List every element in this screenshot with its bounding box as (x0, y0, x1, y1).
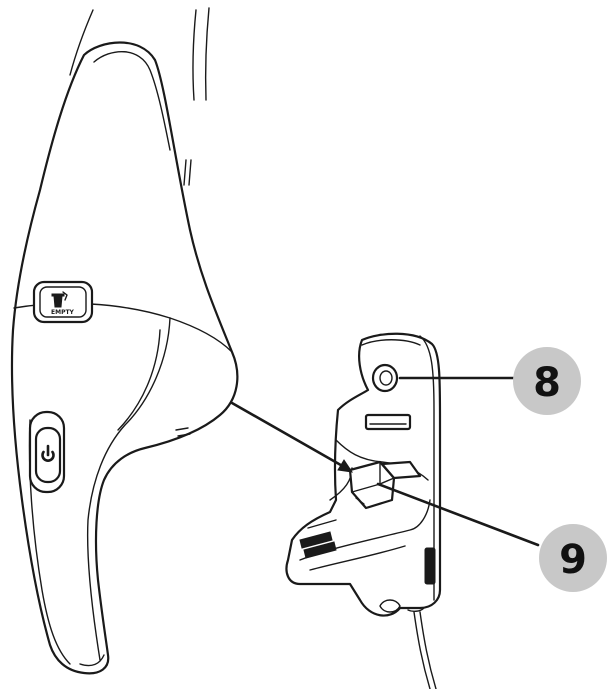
power-button[interactable] (28, 410, 66, 494)
power-cable (379, 599, 437, 689)
bin-empty-icon (51, 291, 68, 308)
empty-button[interactable]: EMPTY (32, 280, 94, 324)
insertion-arrowhead (337, 459, 354, 473)
power-icon (41, 444, 55, 462)
callout-9-number: 9 (559, 537, 587, 583)
insertion-arrow-line (230, 401, 348, 470)
vacuum-body (10, 41, 239, 675)
charging-dock (285, 332, 442, 689)
empty-button-label: EMPTY (51, 309, 75, 316)
brand-plate (424, 547, 436, 585)
callout-8-number: 8 (533, 360, 561, 406)
handheld-vacuum: EMPTY (10, 7, 239, 675)
leader-lines (230, 376, 540, 547)
cradle-ridges (299, 519, 337, 559)
callout-9-circle (539, 524, 607, 592)
callout-9-leader (376, 482, 540, 547)
callout-8: 8 (513, 347, 581, 415)
callout-9: 9 (539, 524, 607, 592)
screw-hole (371, 363, 399, 393)
callout-8-circle (513, 347, 581, 415)
mounting-slot (364, 413, 412, 431)
